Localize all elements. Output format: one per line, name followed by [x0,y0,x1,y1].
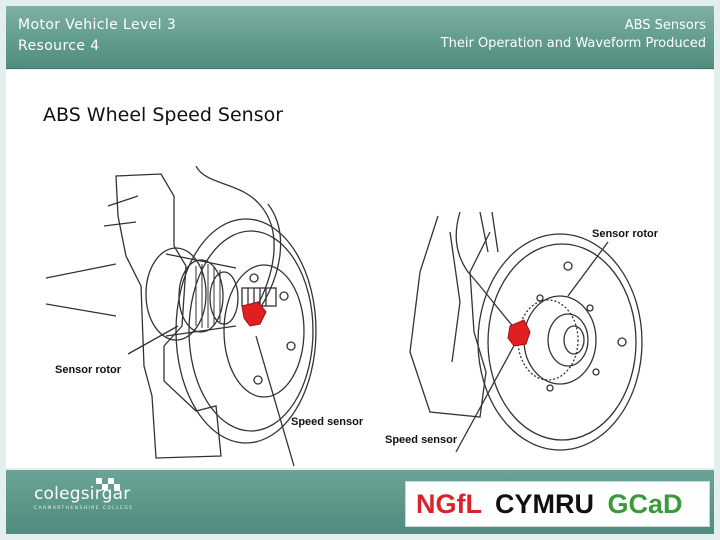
topic-subtitle: Their Operation and Waveform Produced [440,36,706,51]
resource-label: Resource 4 [18,38,100,54]
right-label-sensor-rotor: Sensor rotor [592,228,659,240]
header-left: Motor Vehicle Level 3 Resource 4 [18,15,176,57]
cymru-wordmark: CYMRU [495,489,595,519]
speed-sensor-highlight-right [507,319,531,347]
slide-header: Motor Vehicle Level 3 Resource 4 ABS Sen… [6,6,714,69]
page-title: ABS Wheel Speed Sensor [43,104,284,126]
course-title: Motor Vehicle Level 3 [18,17,177,33]
speed-sensor-highlight [241,301,267,327]
header-right: ABS Sensors Their Operation and Waveform… [441,17,706,53]
topic-title: ABS Sensors [624,18,706,33]
left-label-speed-sensor: Speed sensor [291,416,364,428]
flag-icon [96,478,120,490]
college-subtitle: CARMARTHENSHIRE COLLEGE [34,506,134,511]
left-label-sensor-rotor: Sensor rotor [55,364,122,376]
left-sensor-illustration [46,166,317,466]
slide-content: ABS Wheel Speed Sensor [6,70,714,468]
ngfl-wordmark: NGfL [416,489,482,519]
gcad-wordmark: GCaD [607,489,683,519]
ngfl-cymru-gcad-logo: NGfL CYMRU GCaD [405,481,710,527]
coleg-sir-gar-logo: colegsirgâr CARMARTHENSHIRE COLLEGE [34,478,134,511]
slide-footer: colegsirgâr CARMARTHENSHIRE COLLEGE NGfL… [6,470,714,534]
right-sensor-illustration [409,212,643,453]
right-label-speed-sensor: Speed sensor [385,434,458,446]
